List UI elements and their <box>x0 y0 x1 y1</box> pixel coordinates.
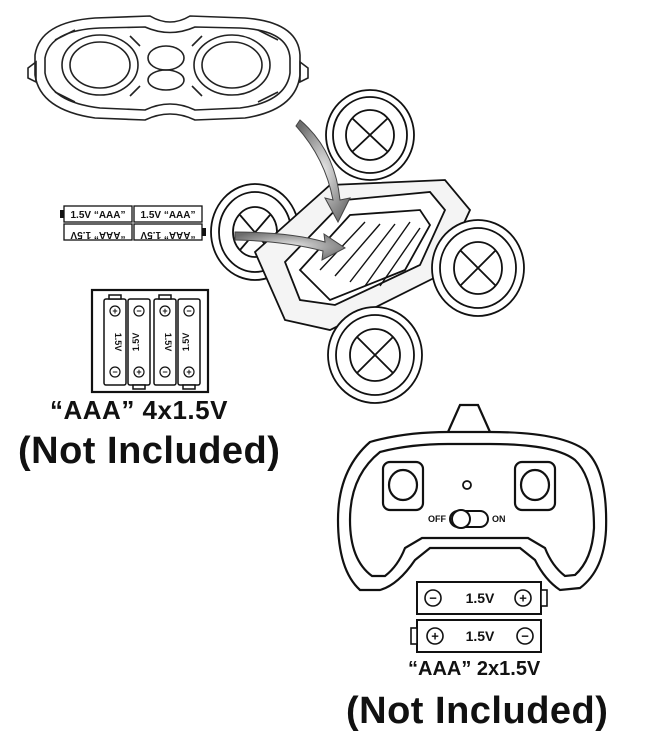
minus-icon: − <box>521 629 529 644</box>
plus-icon: + <box>186 367 191 377</box>
plus-icon: + <box>431 629 439 644</box>
battery-cell-label: 1.5V <box>466 590 495 606</box>
battery-cell-label: 1.5V <box>131 333 141 352</box>
switch-off-label: OFF <box>428 514 446 524</box>
minus-icon: − <box>429 591 437 606</box>
minus-icon: − <box>136 306 141 316</box>
car-battery-box: + − − + + − − + 1.5V 1.5V 1.5V 1.5V <box>90 288 210 394</box>
rc-car-illustration <box>210 89 525 404</box>
minus-icon: − <box>162 367 167 377</box>
battery-label: 1.5V “AAA” <box>70 210 125 221</box>
minus-icon: − <box>112 367 117 377</box>
battery-label: “AAA” 1.5V <box>140 229 195 240</box>
battery-cell-label: 1.5V <box>181 333 191 352</box>
remote-controller-illustration <box>336 403 608 592</box>
car-battery-pack: 1.5V “AAA” 1.5V “AAA” “AAA” 1.5V “AAA” 1… <box>60 205 206 241</box>
insert-arrows <box>234 119 351 261</box>
car-wheel <box>431 219 525 317</box>
minus-icon: − <box>186 306 191 316</box>
remote-battery-pack: − + + − 1.5V 1.5V <box>410 581 548 653</box>
battery-cell-label: 1.5V <box>466 628 495 644</box>
car-wheel <box>325 89 415 181</box>
car-not-included-note: (Not Included) <box>18 430 281 472</box>
switch-on-label: ON <box>492 514 506 524</box>
battery-label: “AAA” 1.5V <box>70 229 125 240</box>
battery-cell-label: 1.5V <box>163 333 173 352</box>
car-wheel <box>327 306 423 404</box>
battery-cover-illustration <box>27 15 309 121</box>
power-led <box>462 480 472 490</box>
remote-battery-caption: “AAA” 2x1.5V <box>408 658 541 680</box>
plus-icon: + <box>162 306 167 316</box>
battery-cell-label: 1.5V <box>113 333 123 352</box>
plus-icon: + <box>136 367 141 377</box>
remote-not-included-note: (Not Included) <box>346 690 609 732</box>
plus-icon: + <box>112 306 117 316</box>
left-joystick <box>387 468 419 502</box>
right-joystick <box>519 468 551 502</box>
plus-icon: + <box>519 591 527 606</box>
battery-label: 1.5V “AAA” <box>140 210 195 221</box>
car-battery-caption: “AAA” 4x1.5V <box>50 395 228 425</box>
